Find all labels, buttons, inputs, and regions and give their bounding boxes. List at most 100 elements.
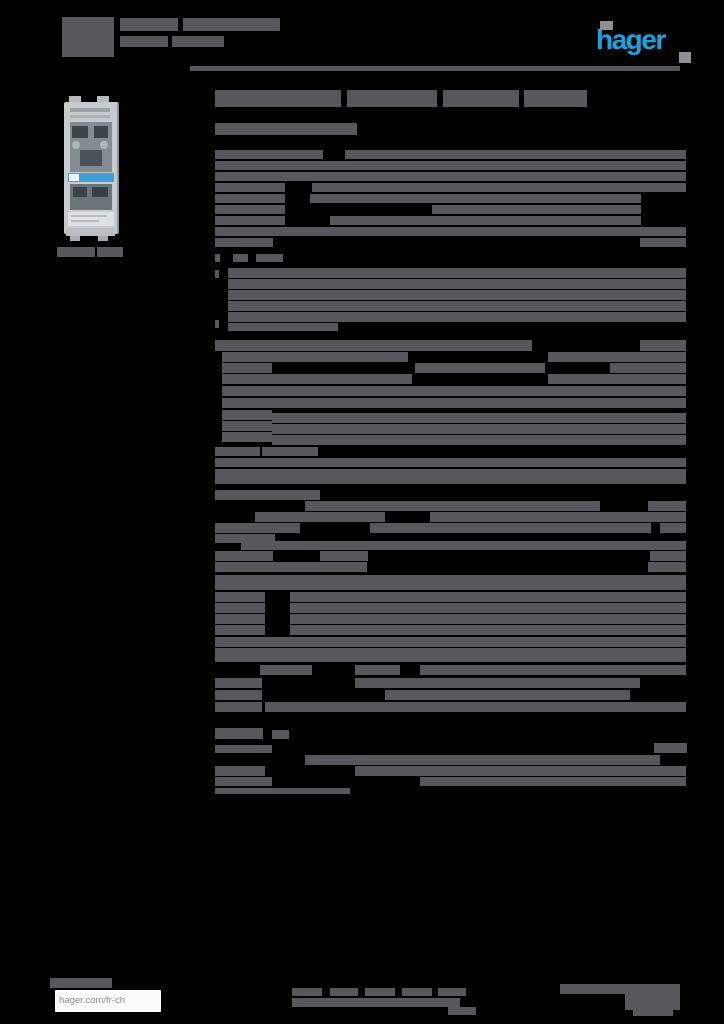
document-title-redacted (524, 90, 587, 107)
spec-line-redacted (305, 755, 660, 765)
spec-label-redacted (222, 386, 272, 396)
section-heading-redacted (215, 728, 263, 739)
document-title-redacted (347, 90, 437, 107)
spec-value-redacted (650, 551, 686, 561)
spec-label-redacted (222, 374, 412, 384)
paragraph-line-redacted (228, 279, 686, 289)
spec-label-redacted (215, 551, 273, 561)
spec-line-redacted (215, 575, 686, 590)
product-photo-component (72, 126, 88, 138)
spec-value-redacted (265, 637, 686, 647)
spec-line-redacted (215, 648, 686, 662)
label-line (71, 220, 99, 222)
product-photo-screw (72, 141, 80, 149)
product-photo-blue-band (68, 173, 114, 182)
section-heading-redacted (256, 254, 283, 262)
spec-label-redacted (215, 592, 265, 602)
spec-value-redacted (420, 665, 686, 675)
document-title-redacted (443, 90, 519, 107)
spec-value-redacted (610, 363, 686, 373)
footer-website-box: hager.com/fr-ch (55, 990, 161, 1012)
spec-label-redacted (215, 745, 272, 753)
spec-label-redacted (215, 625, 265, 635)
spec-line-redacted (222, 398, 686, 408)
spec-label-redacted (222, 432, 272, 442)
product-photo-label-chip (69, 174, 79, 181)
spec-label-redacted (222, 363, 272, 373)
logo-tab (679, 52, 691, 63)
spec-value-redacted (640, 340, 686, 351)
spec-line-redacted (415, 363, 545, 373)
spec-label-redacted (215, 183, 285, 192)
spec-label-redacted (215, 614, 265, 624)
footer-website-link[interactable]: hager.com/fr-ch (59, 995, 125, 1006)
spec-value-redacted (355, 678, 640, 688)
spec-value-redacted (548, 352, 686, 362)
spec-line-redacted (215, 469, 686, 484)
document-title-redacted (215, 90, 341, 107)
footer-center-text-redacted (330, 988, 358, 996)
spec-label-redacted (215, 690, 262, 700)
spec-line-redacted (241, 541, 686, 550)
spec-value-redacted (312, 183, 686, 192)
spec-value-redacted (640, 238, 686, 247)
spec-line-redacted (215, 458, 686, 467)
footer-right-text-redacted (625, 994, 680, 1010)
spec-line-redacted (215, 227, 686, 236)
product-photo-component (94, 126, 108, 138)
spec-label-redacted (215, 238, 273, 247)
paragraph-line-redacted (228, 268, 686, 278)
footer-center-text-redacted (292, 998, 460, 1007)
spec-line-redacted (215, 172, 686, 181)
footer-right-text-redacted (560, 984, 680, 994)
spec-value-redacted (385, 690, 630, 700)
spec-label-redacted (215, 150, 323, 159)
product-photo-component (80, 150, 102, 166)
spec-line-redacted (305, 501, 600, 511)
footer-center-text-redacted (402, 988, 432, 996)
photo-caption-redacted (97, 247, 123, 257)
header-title-line2-redacted (172, 36, 224, 47)
logo-tab (600, 21, 613, 30)
spec-label-redacted (215, 534, 275, 543)
spec-value-redacted (432, 205, 641, 214)
product-photo-mount-tab (69, 96, 81, 103)
paragraph-line-redacted (290, 614, 686, 624)
spec-label-redacted (222, 421, 272, 431)
list-bullet-redacted (215, 320, 219, 328)
list-bullet-redacted (215, 270, 219, 278)
footer-right-text-redacted (633, 1010, 673, 1016)
spec-label-redacted (260, 665, 312, 675)
spec-value-redacted (654, 743, 687, 753)
hager-logo: hager (596, 24, 666, 55)
spec-label-redacted (215, 603, 265, 613)
paragraph-line-redacted (290, 625, 686, 635)
footer-center-text-redacted (365, 988, 395, 996)
spec-label-redacted (215, 766, 265, 776)
list-bullet-redacted (215, 254, 220, 262)
spec-label-redacted (215, 340, 272, 351)
spec-value-redacted (660, 523, 686, 533)
spec-label-redacted (215, 637, 265, 647)
product-photo-foot (98, 236, 108, 241)
label-line (71, 215, 107, 217)
paragraph-line-redacted (272, 435, 686, 445)
paragraph-line-redacted (272, 413, 686, 423)
header-title-line2-redacted (120, 36, 168, 47)
spec-line-redacted (370, 523, 651, 533)
product-photo-white-label (68, 212, 114, 226)
spec-label-redacted (222, 352, 272, 362)
spec-label-redacted (215, 678, 262, 688)
spec-value-redacted (265, 702, 686, 712)
paragraph-line-redacted (228, 301, 686, 311)
spec-label-redacted (215, 777, 272, 786)
product-photo-component (92, 187, 108, 197)
product-photo-component (73, 187, 87, 197)
spec-label-redacted (215, 194, 285, 203)
paragraph-line-redacted (228, 290, 686, 300)
product-photo-screw (100, 141, 108, 149)
paragraph-line-redacted (290, 603, 686, 613)
paragraph-line-redacted (272, 424, 686, 434)
footer-center-text-redacted (292, 988, 322, 996)
